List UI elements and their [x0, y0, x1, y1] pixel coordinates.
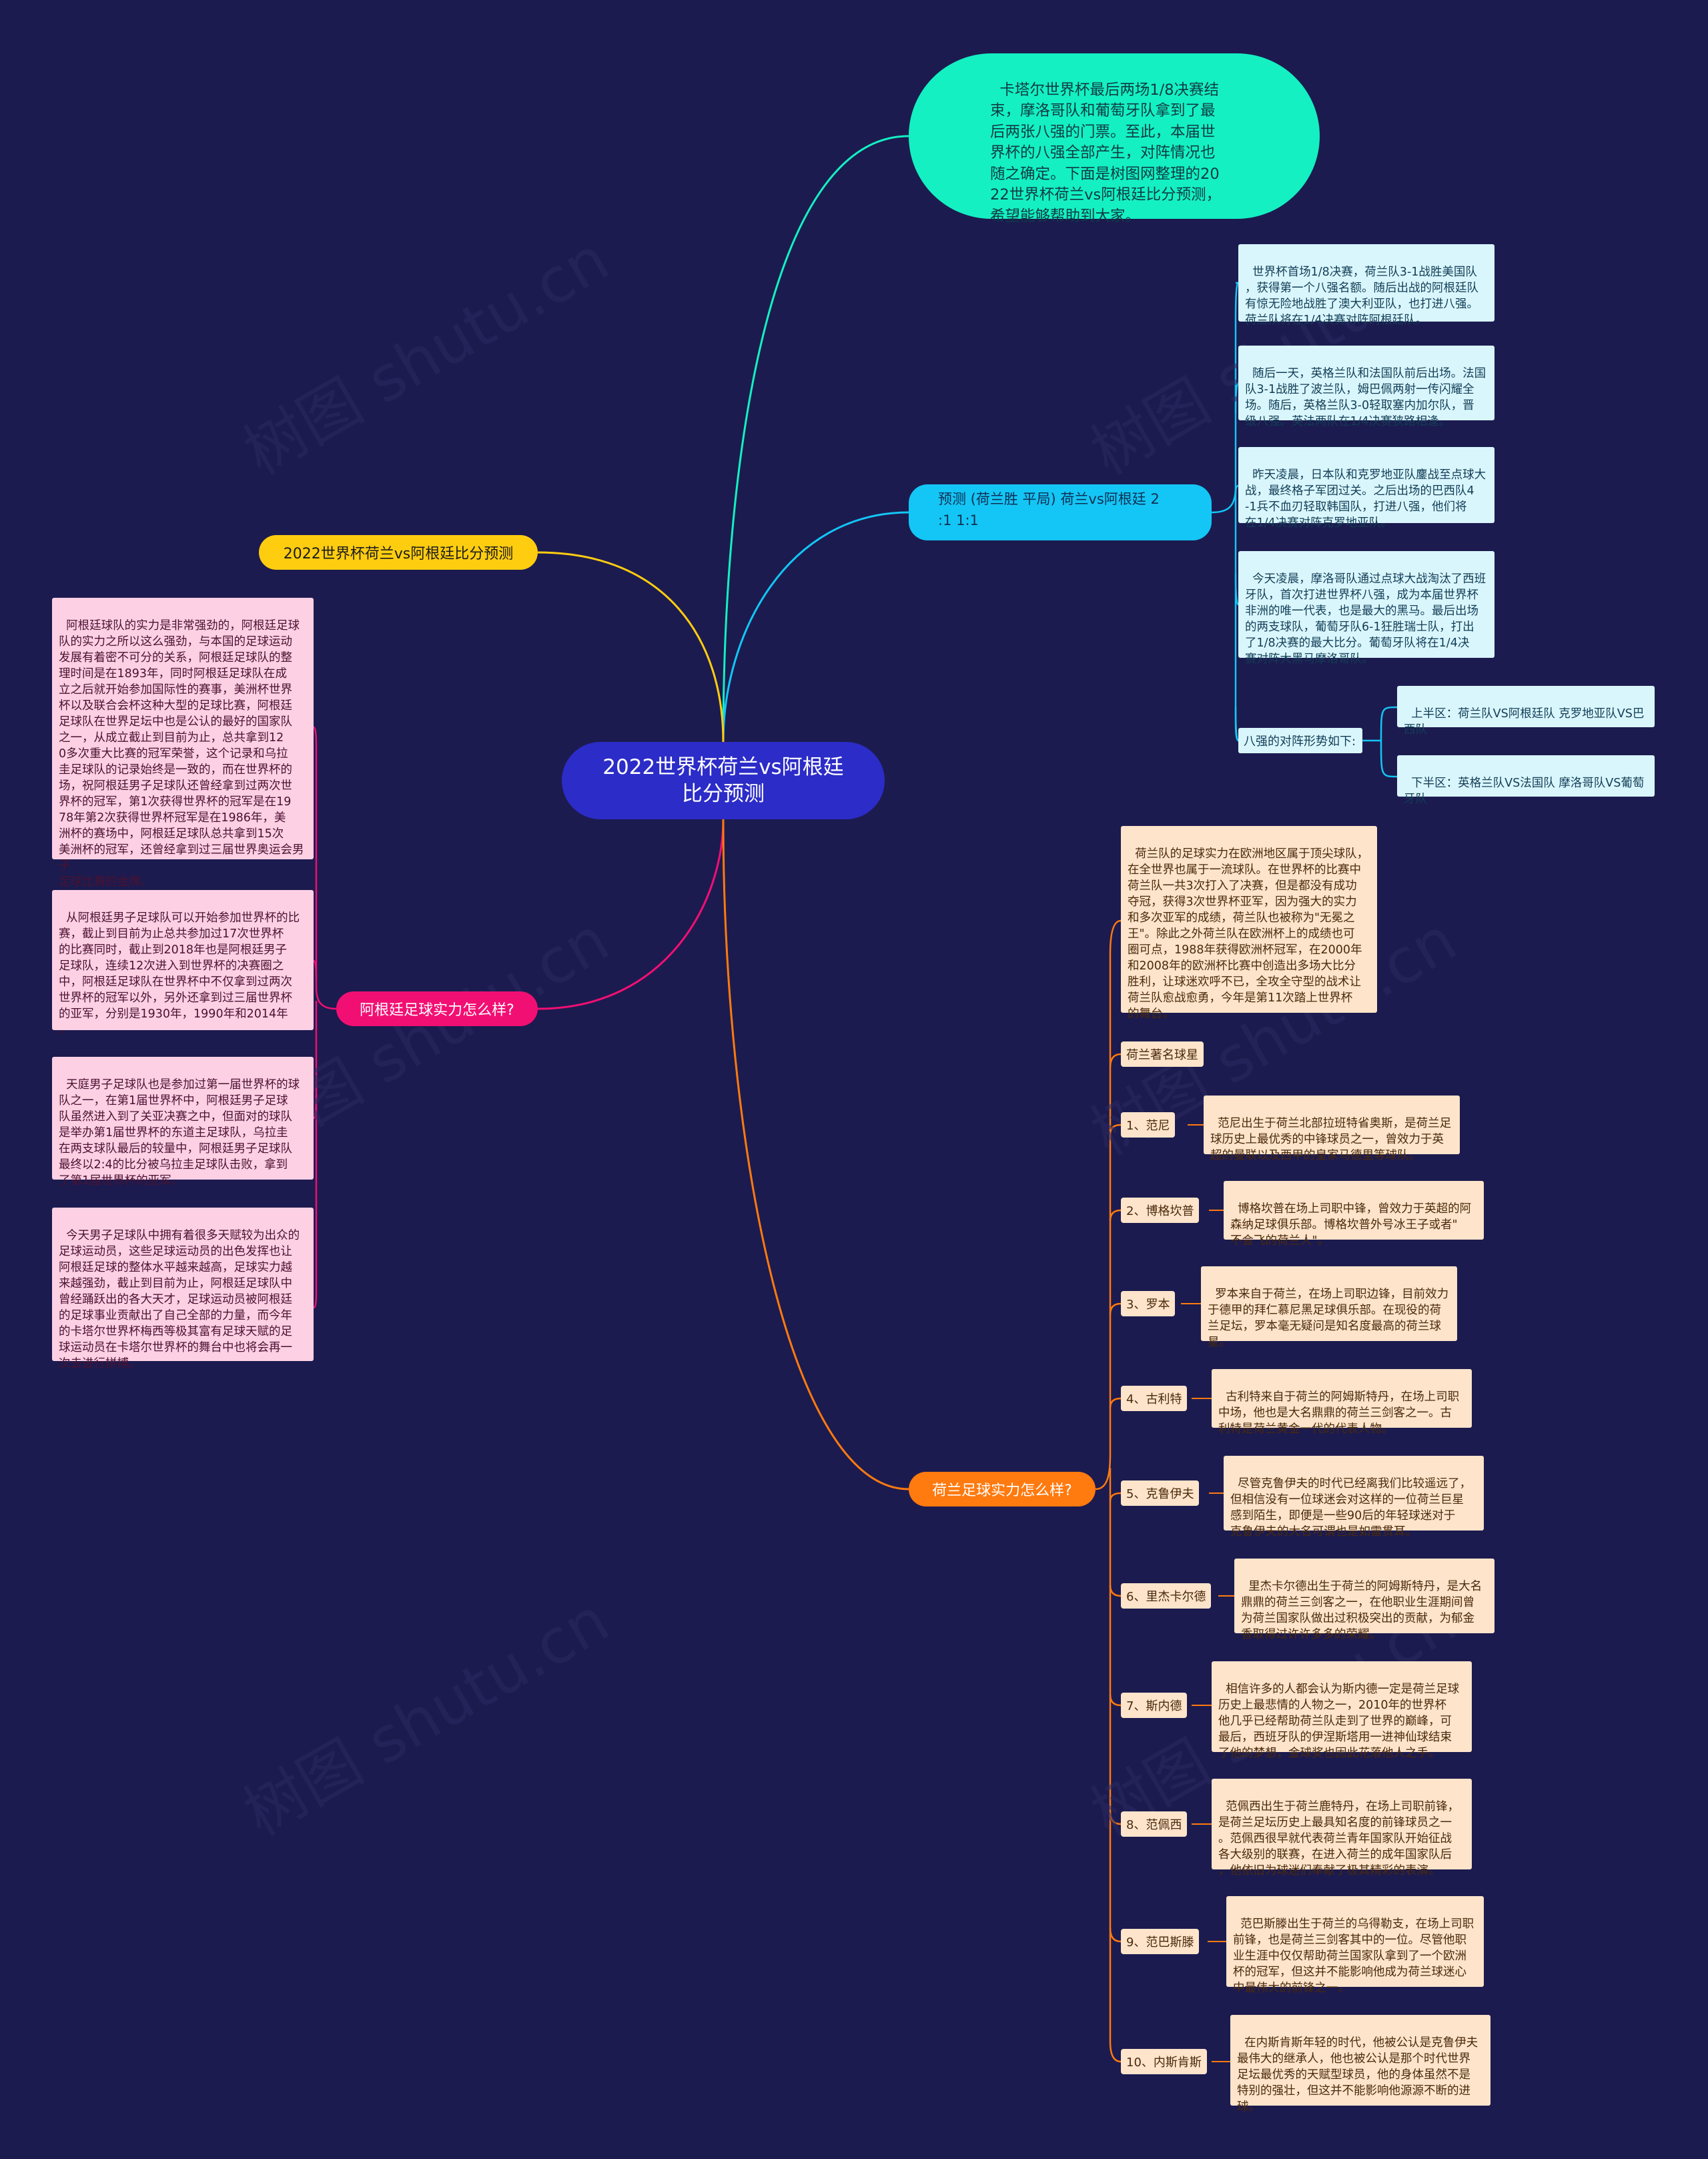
root-title: 2022世界杯荷兰vs阿根廷 比分预测: [602, 755, 844, 806]
player-desc[interactable]: 博格坎普在场上司职中锋，曾效力于英超的阿 森纳足球俱乐部。博格坎普外号冰王子或者…: [1224, 1181, 1484, 1248]
edge-nl-p1: [1109, 1124, 1122, 1135]
bracket-upper[interactable]: 上半区：荷兰队VS阿根廷队 克罗地亚队VS巴 西队: [1397, 686, 1655, 737]
edge-bracket: [1362, 706, 1398, 778]
prediction-card[interactable]: 世界杯首场1/8决赛，荷兰队3-1战胜美国队 ，获得第一个八强名额。随后出战的阿…: [1238, 244, 1494, 327]
player-label[interactable]: 8、范佩西: [1121, 1811, 1188, 1837]
player-label[interactable]: 2、博格坎普: [1121, 1198, 1200, 1223]
intro-topic[interactable]: 卡塔尔世界杯最后两场1/8决赛结 束，摩洛哥队和葡萄牙队拿到了最 后两张八强的门…: [909, 53, 1320, 225]
edge-pred-c3: [1234, 484, 1239, 494]
prediction-branch[interactable]: 预测 (荷兰胜 平局) 荷兰vs阿根廷 2 :1 1:1: [909, 484, 1212, 540]
prediction-card[interactable]: 昨天凌晨，日本队和克罗地亚队鏖战至点球大 战，最终格子军团过关。之后出场的巴西队…: [1238, 447, 1494, 530]
player-desc[interactable]: 古利特来自于荷兰的阿姆斯特丹，在场上司职 中场，他也是大名鼎鼎的荷兰三剑客之一。…: [1212, 1369, 1472, 1436]
intro-text: 卡塔尔世界杯最后两场1/8决赛结 束，摩洛哥队和葡萄牙队拿到了最 后两张八强的门…: [990, 81, 1222, 225]
edge-root-netherlands: [722, 819, 909, 1490]
player-label[interactable]: 4、古利特: [1121, 1386, 1188, 1411]
edge-nl-p8: [1109, 1811, 1122, 1825]
argentina-card[interactable]: 从阿根廷男子足球队可以开始参加世界杯的比 赛，截止到目前为止总共参加过17次世界…: [52, 890, 314, 1037]
edge-pred-c2: [1234, 382, 1240, 414]
edge-arg-cards: [313, 726, 337, 1309]
edge-root-argentina: [537, 819, 725, 1010]
prediction-branch-label: 预测 (荷兰胜 平局) 荷兰vs阿根廷 2 :1 1:1: [938, 491, 1160, 528]
edge-nl-p7: [1109, 1694, 1122, 1707]
edge-nl-p9: [1109, 1927, 1122, 1943]
edge-arg-c3: [313, 1094, 318, 1120]
edge-nl-p2: [1109, 1209, 1122, 1222]
player-desc[interactable]: 范佩西出生于荷兰鹿特丹，在场上司职前锋， 是荷兰足坛历史上最具知名度的前锋球员之…: [1212, 1779, 1472, 1877]
edge-pred-c5: [1234, 707, 1240, 742]
argentina-card[interactable]: 天庭男子足球队也是参加过第一届世界杯的球 队之一，在第1届世界杯中，阿根廷男子足…: [52, 1057, 314, 1188]
root-topic[interactable]: 2022世界杯荷兰vs阿根廷 比分预测: [562, 742, 885, 819]
player-label[interactable]: 1、范尼: [1121, 1112, 1176, 1138]
prediction-card[interactable]: 今天凌晨，摩洛哥队通过点球大战淘汰了西班 牙队，首次打进世界杯八强，成为本届世界…: [1238, 551, 1494, 666]
player-label[interactable]: 7、斯内德: [1121, 1693, 1188, 1718]
edge-nl-p5: [1109, 1492, 1122, 1502]
bracket-lower[interactable]: 下半区：英格兰队VS法国队 摩洛哥队VS葡萄 牙队: [1397, 755, 1655, 806]
player-desc[interactable]: 罗本来自于荷兰，在场上司职边锋，目前效力 于德甲的拜仁慕尼黑足球俱乐部。在现役的…: [1201, 1266, 1457, 1349]
edge-nl-p6: [1109, 1585, 1122, 1597]
stars-label[interactable]: 荷兰著名球星: [1121, 1041, 1204, 1067]
player-label[interactable]: 3、罗本: [1121, 1291, 1176, 1316]
yellow-branch-label: 2022世界杯荷兰vs阿根廷比分预测: [283, 546, 514, 562]
player-desc[interactable]: 范巴斯滕出生于荷兰的乌得勒支，在场上司职 前锋，也是荷兰三剑客其中的一位。尽管他…: [1226, 1896, 1484, 1995]
argentina-card[interactable]: 阿根廷球队的实力是非常强劲的，阿根廷足球 队的实力之所以这么强劲，与本国的足球运…: [52, 598, 314, 889]
edge-root-intro: [722, 135, 909, 743]
netherlands-branch-label: 荷兰足球实力怎么样?: [932, 1482, 1072, 1499]
player-desc[interactable]: 在内斯肯斯年轻的时代，他被公认是克鲁伊夫 最伟大的继承人，他也被公认是那个时代世…: [1230, 2015, 1490, 2114]
edge-root-yellow: [537, 551, 725, 743]
player-desc[interactable]: 相信许多的人都会认为斯内德一定是荷兰足球 历史上最悲情的人物之一，2010年的世…: [1212, 1661, 1472, 1760]
player-label[interactable]: 9、范巴斯滕: [1121, 1929, 1200, 1954]
edge-nl-p3: [1109, 1302, 1122, 1315]
edge-nl-p4: [1109, 1397, 1122, 1408]
edge-arg-c2: [313, 959, 318, 981]
edge-nl-trunk: [1095, 919, 1122, 2063]
player-desc[interactable]: 里杰卡尔德出生于荷兰的阿姆斯特丹，是大名 鼎鼎的荷兰三剑客之一，在他职业生涯期间…: [1234, 1559, 1494, 1641]
player-label[interactable]: 10、内斯肯斯: [1121, 2049, 1207, 2074]
player-desc[interactable]: 范尼出生于荷兰北部拉班特省奥斯，是荷兰足 球历史上最优秀的中锋球员之一，曾效力于…: [1204, 1096, 1460, 1162]
argentina-branch[interactable]: 阿根廷足球实力怎么样?: [336, 991, 538, 1026]
player-label[interactable]: 5、克鲁伊夫: [1121, 1480, 1200, 1506]
edge-pred-c4: [1234, 573, 1240, 606]
bracket-label[interactable]: 八强的对阵形势如下:: [1238, 728, 1362, 753]
yellow-branch[interactable]: 2022世界杯荷兰vs阿根廷比分预测: [259, 535, 538, 570]
argentina-branch-label: 阿根廷足球实力怎么样?: [360, 1002, 514, 1019]
argentina-card[interactable]: 今天男子足球队中拥有着很多天赋较为出众的 足球运动员，这些足球运动员的出色发挥也…: [52, 1208, 314, 1370]
netherlands-summary[interactable]: 荷兰队的足球实力在欧洲地区属于顶尖球队， 在全世界也属于一流球队。在世界杯的比赛…: [1121, 826, 1377, 1021]
netherlands-branch[interactable]: 荷兰足球实力怎么样?: [909, 1472, 1096, 1506]
edge-root-prediction: [722, 511, 909, 743]
player-label[interactable]: 6、里杰卡尔德: [1121, 1583, 1212, 1609]
edge-nl-stars: [1109, 1053, 1122, 1068]
prediction-card[interactable]: 随后一天，英格兰队和法国队前后出场。法国 队3-1战胜了波兰队，姆巴佩两射一传闪…: [1238, 346, 1494, 428]
player-desc[interactable]: 尽管克鲁伊夫的时代已经离我们比较遥远了， 但相信没有一位球迷会对这样的一位荷兰巨…: [1224, 1456, 1484, 1539]
